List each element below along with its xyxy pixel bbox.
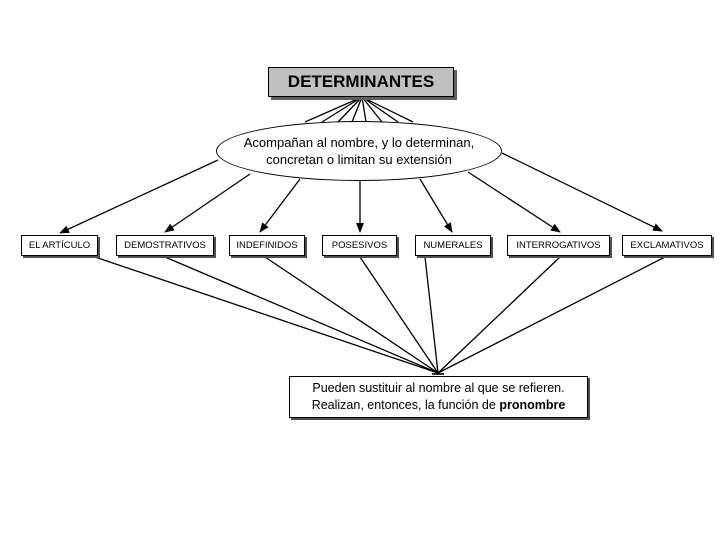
category-label: INTERROGATIVOS (516, 240, 601, 251)
category-box-articulo: EL ARTÍCULO (21, 235, 98, 256)
arrow-articulo (59, 159, 219, 234)
arrow-numerales (419, 178, 453, 233)
pronoun-note-line-2: Realizan, entonces, la función de pronom… (312, 397, 566, 414)
title-fan-lines (304, 96, 414, 123)
pronoun-note-box: Pueden sustituir al nombre al que se ref… (289, 376, 588, 418)
category-box-indefinidos: INDEFINIDOS (229, 235, 305, 256)
title-box: DETERMINANTES (268, 67, 454, 97)
category-box-posesivos: POSESIVOS (322, 235, 397, 256)
category-arrows (59, 152, 663, 234)
category-box-demostrativos: DEMOSTRATIVOS (116, 235, 214, 256)
category-label: POSESIVOS (331, 240, 388, 251)
arrow-indefinidos (259, 178, 301, 233)
pronoun-note-line-1: Pueden sustituir al nombre al que se ref… (312, 381, 565, 395)
pronoun-converging-lines (94, 256, 666, 375)
category-box-exclamativos: EXCLAMATIVOS (622, 235, 712, 256)
arrow-exclamativos (501, 152, 663, 232)
pronoun-note-prefix: Realizan, entonces, la función de (311, 398, 500, 412)
category-label: NUMERALES (423, 240, 483, 251)
description-line-1: Acompañan al nombre, y lo determinan, (243, 135, 475, 150)
description-ellipse: Acompañan al nombre, y lo determinan, co… (216, 121, 502, 181)
category-box-interrogativos: INTERROGATIVOS (507, 235, 610, 256)
arrow-interrogativos (467, 171, 561, 233)
category-box-numerales: NUMERALES (415, 235, 491, 256)
category-label: EL ARTÍCULO (28, 240, 91, 251)
pronoun-note-keyword: pronombre (499, 398, 566, 412)
description-line-2: concretan o limitan su extensión (266, 152, 452, 167)
arrow-demostrativos (164, 173, 251, 233)
title-text: DETERMINANTES (287, 72, 435, 91)
category-label: DEMOSTRATIVOS (124, 240, 206, 251)
category-label: EXCLAMATIVOS (630, 240, 704, 251)
category-label: INDEFINIDOS (236, 240, 298, 251)
